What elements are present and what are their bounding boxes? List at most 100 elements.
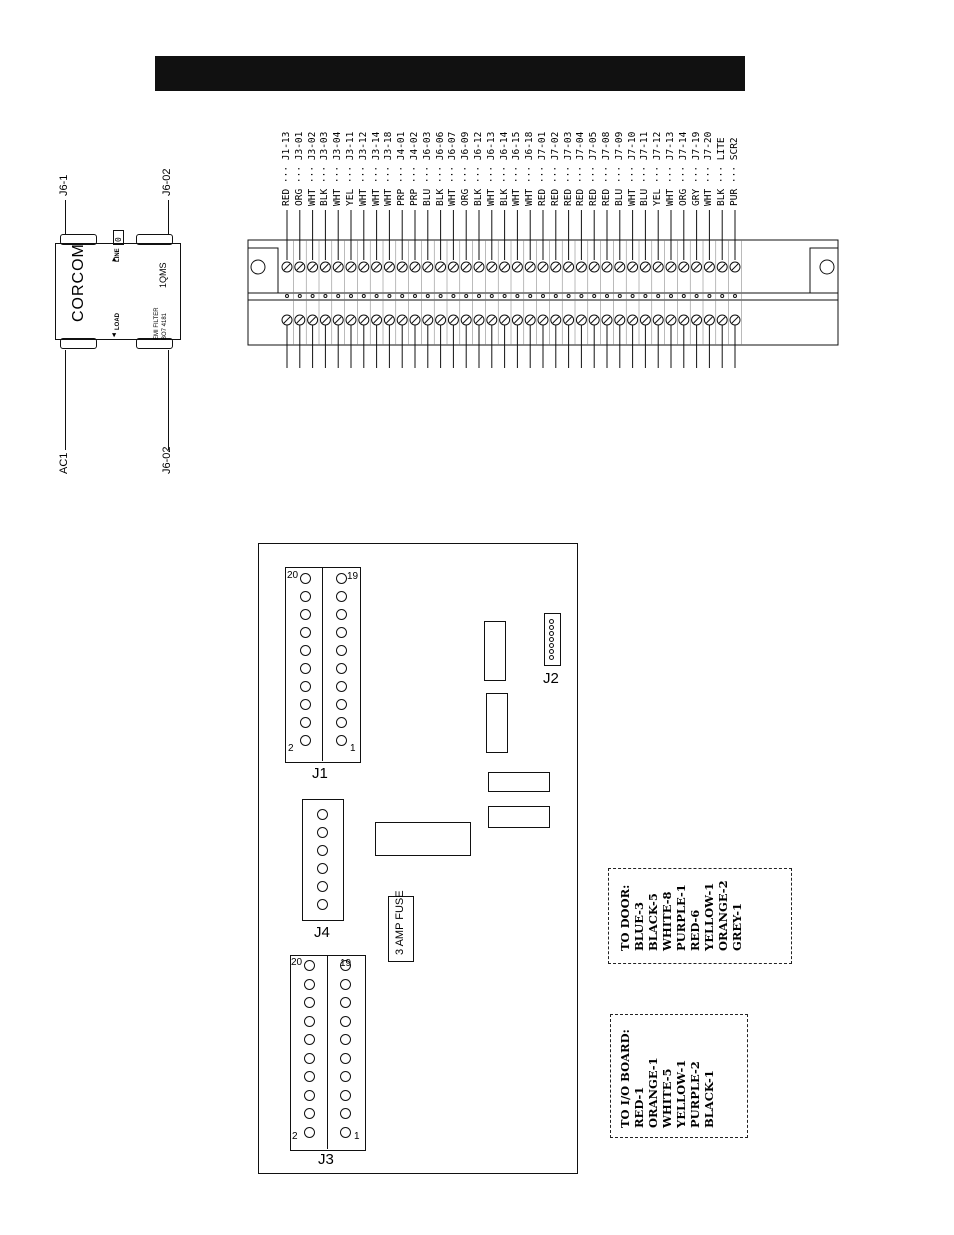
j1-pin [300,735,311,746]
j1-pin [300,717,311,728]
terminal-jumper-hole [413,294,417,298]
fuse-label: 3 AMP FUSE [394,890,406,955]
terminal-jumper-hole [643,294,648,298]
terminal-jumper-hole [425,294,430,298]
connector-j1 [285,567,361,763]
j2-pin [549,643,554,648]
screw-slot [437,263,444,271]
lead-line [168,350,169,450]
j3-pin [304,1052,315,1064]
j3-pin-19-label: 19 [340,958,352,969]
j1-pin [336,717,347,728]
j1-pin [336,573,347,584]
screw-slot [283,316,291,324]
filter-series: 1QMS [158,262,168,288]
wire-label: BLK ··· J6-06 [434,131,446,206]
j4-pin [317,899,328,910]
terminal-jumper-hole [310,294,315,298]
filter-brand: CORCOM [70,243,87,322]
header-bar [155,56,745,91]
terminal-jumper-hole [361,294,366,298]
j3-pin [340,1071,351,1082]
screw-slot [475,316,483,324]
connector-j3 [290,955,366,1151]
filter-fuse-holder: 0 [113,230,124,245]
j3-pin [304,978,315,990]
wire-label: RED ··· J7-04 [575,131,587,206]
terminal-jumper-hole [566,294,571,298]
terminal-jumper-hole [605,294,609,298]
screw-slot [565,316,572,324]
j3-pin [304,997,315,1008]
j1-pin [336,681,347,692]
screw-slot [552,263,560,271]
terminal-jumper-hole [400,294,405,298]
terminal-jumper-hole [579,294,584,298]
wire-label: WHT ··· J6-15 [511,131,523,206]
j3-pin-2-label: 2 [292,1131,298,1142]
wire-label: WHT ··· J6-13 [485,131,497,206]
filter-terminal [136,234,173,245]
wire-label: ORG ··· J6-09 [460,131,472,206]
j2-pin [549,649,554,654]
j1-pin [300,573,311,584]
wire-label: ORG ··· J7-14 [677,131,689,206]
screw-slot [667,316,675,324]
wire-label: BLK ··· J3-03 [319,131,331,206]
screw-slot [424,316,432,324]
door-note-box [608,868,792,964]
line-arrow-icon: ▲ [112,255,117,263]
wire-label: RED ··· J7-03 [562,131,574,206]
screw-slot [347,316,355,324]
j1-pin [300,645,311,656]
terminal-strip [247,210,839,368]
wire-label: RED ··· J7-05 [588,131,600,206]
lead-label: J6-02 [161,446,173,474]
filter-body [55,243,181,340]
terminal-jumper-hole [541,294,545,298]
j1-pin [336,609,347,620]
terminal-jumper-hole [297,294,302,298]
j1-pin [336,663,347,674]
screw-slot [526,263,534,271]
component-block [375,822,471,856]
terminal-jumper-hole [285,294,289,298]
j4-pin [317,881,328,892]
j4-pin [317,809,328,820]
screw-slot [475,263,483,271]
screw-slot [552,316,560,324]
wire-label: WHT ··· J3-18 [383,131,395,206]
j4-pin [317,827,328,838]
j2-pin [549,655,554,660]
door-note-line: ORANGE-2 [716,880,730,951]
j4-pin [317,845,328,856]
j2-pin [549,637,554,642]
io-note-line: YELLOW-1 [674,1059,688,1128]
j1-pin [300,699,311,710]
screw-slot [642,263,649,271]
screw-slot [347,263,355,271]
j3-pin [340,1052,351,1064]
j1-label: J1 [312,765,328,782]
filter-terminal [60,234,97,245]
j1-pin-20-label: 20 [287,570,299,581]
door-note-line: WHITE-8 [660,891,674,951]
screw-slot [283,263,291,271]
screw-slot [411,263,419,271]
terminal-jumper-hole [617,294,622,298]
filter-fuse-label: 0 [114,237,123,242]
j1-pin [300,609,311,620]
terminal-jumper-hole [438,294,443,298]
wire-label: GRY ··· J7-19 [690,131,702,206]
lead-label: J6-02 [161,168,173,196]
screw-slot [731,263,739,271]
j1-pin [336,735,347,746]
screw-slot [334,263,342,271]
screw-slot [514,316,521,324]
terminal-jumper-hole [451,294,456,298]
connector-divider [327,955,328,1149]
load-arrow-icon: ▼ [112,331,117,339]
terminal-jumper-hole [694,294,699,298]
